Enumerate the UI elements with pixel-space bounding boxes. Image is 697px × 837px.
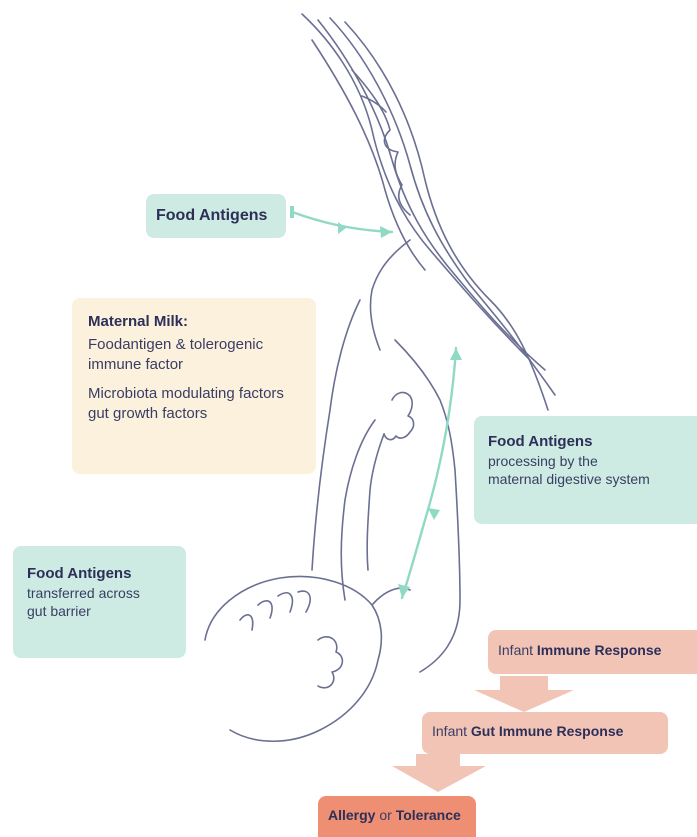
infant-gut-immune-response-box: Infant Gut Immune Response [422, 712, 668, 754]
immune-prefix: Infant [498, 642, 537, 658]
hair-strand [312, 40, 425, 270]
infant-arm [367, 434, 384, 570]
transfer-title: Food Antigens [27, 564, 186, 584]
arrowhead-icon [450, 348, 462, 360]
arrow-digestive-path [402, 348, 456, 598]
transfer-line2: gut barrier [27, 602, 186, 620]
processing-line2: maternal digestive system [488, 470, 697, 488]
maternal-milk-item2-line2: gut growth factors [88, 404, 316, 424]
gut-prefix: Infant [432, 723, 471, 739]
infant-ear [318, 637, 342, 688]
arrow-tail-icon [290, 206, 294, 218]
arrowhead-icon [398, 584, 410, 598]
shoulder-outline [370, 240, 410, 350]
arrowhead-icon [338, 222, 346, 234]
allergy-or-tolerance-box: Allergy or Tolerance [318, 796, 476, 837]
outcome-tolerance: Tolerance [396, 807, 461, 823]
transfer-line1: transferred across [27, 584, 186, 602]
maternal-milk-panel: Maternal Milk: Foodantigen & tolerogenic… [72, 298, 316, 474]
outcome-allergy: Allergy [328, 807, 375, 823]
flow-arrows [292, 212, 456, 598]
maternal-milk-title: Maternal Milk: [88, 312, 316, 332]
immune-bold: Immune Response [537, 642, 661, 658]
processing-line1: processing by the [488, 452, 697, 470]
processing-title: Food Antigens [488, 432, 697, 452]
food-antigens-transfer-panel: Food Antigens transferred across gut bar… [13, 546, 186, 658]
arrowhead-icon [428, 508, 440, 520]
arm-inner [341, 420, 375, 600]
gut-bold: Gut Immune Response [471, 723, 623, 739]
down-arrow-icon [392, 754, 486, 792]
food-antigens-intake-label: Food Antigens [146, 194, 286, 238]
outcome-or: or [375, 807, 395, 823]
maternal-milk-item1-line2: immune factor [88, 355, 316, 375]
maternal-milk-item2-line1: Microbiota modulating factors [88, 384, 316, 404]
infant-immune-response-box: Infant Immune Response [488, 630, 697, 674]
maternal-milk-item1-line1: Foodantigen & tolerogenic [88, 335, 316, 355]
infant-hair [240, 591, 310, 630]
food-antigens-processing-panel: Food Antigens processing by the maternal… [474, 416, 697, 524]
body-outline [312, 300, 360, 570]
food-antigens-title: Food Antigens [156, 205, 286, 226]
infant-hand [384, 393, 414, 440]
hair-strand [330, 18, 555, 395]
arrowhead-icon [380, 226, 392, 238]
arm-outline [395, 340, 460, 672]
down-arrow-icon [474, 676, 574, 712]
